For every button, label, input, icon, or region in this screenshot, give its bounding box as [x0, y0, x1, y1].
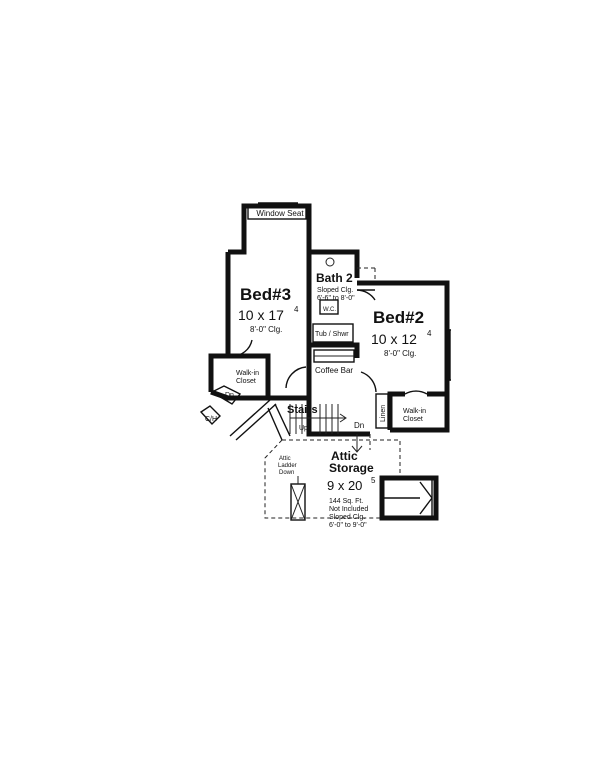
walkin-left-line2: Closet	[236, 378, 256, 385]
bed2-walls	[356, 280, 451, 433]
window-seat-label: Window Seat	[256, 209, 304, 218]
stairs	[289, 398, 370, 453]
attic-note-4: 6'-0" to 9'-0"	[329, 522, 367, 529]
ladder-line2: Ladder	[278, 463, 297, 469]
window-seat-box	[247, 206, 307, 220]
hall-walls	[268, 349, 377, 401]
walkin-left-line1: Walk-in	[236, 370, 259, 377]
bath2-walls	[309, 249, 376, 358]
bed2-name: Bed#2	[373, 308, 424, 327]
attic-note-1: 144 Sq. Ft.	[329, 498, 363, 505]
wc-label: W.C.	[323, 307, 336, 313]
attic-note-2: Not Included	[329, 506, 368, 513]
bed3-ceiling: 8'-0" Clg.	[250, 325, 282, 334]
attic-size-sup: 5	[371, 476, 376, 485]
tub-label: Tub / Shwr	[315, 331, 349, 338]
up-label: Up	[299, 425, 308, 432]
linen-box	[375, 393, 389, 429]
walkin-right-line2: Closet	[403, 416, 423, 423]
ch-label: C/H	[205, 416, 217, 423]
bed2-size: 10 x 12	[371, 331, 417, 347]
ladder-line1: Attic	[279, 456, 291, 462]
walkin-right-line1: Walk-in	[403, 408, 426, 415]
tub-box	[312, 323, 354, 343]
attic-line1: Attic	[331, 449, 358, 463]
coffee-bar-label: Coffee Bar	[315, 366, 353, 375]
ladder-line3: Down	[279, 470, 294, 476]
attic-line2: Storage	[329, 461, 374, 475]
wc-box	[319, 299, 339, 315]
bed3-size-sup: 4	[294, 305, 299, 314]
bed2-size-sup: 4	[427, 329, 432, 338]
linen-label: Linen	[380, 405, 387, 422]
attic-note-3: Sloped Clg.	[329, 514, 365, 521]
attic-size: 9 x 20	[327, 478, 362, 493]
bed3-name: Bed#3	[240, 285, 291, 304]
bath2-ceiling-1: Sloped Clg.	[317, 287, 353, 294]
bed2-ceiling: 8'-0" Clg.	[384, 349, 416, 358]
stairs-label: Stairs	[287, 404, 318, 416]
walkin-right-walls	[387, 390, 447, 430]
attic-outline	[264, 434, 430, 521]
dn-label: Dn	[354, 421, 364, 430]
bath2-ceiling-2: 6'-6" to 8'-0"	[317, 295, 355, 302]
bath2-name: Bath 2	[316, 271, 353, 285]
bed3-size: 10 x 17	[238, 307, 284, 323]
angled-walls	[199, 385, 291, 441]
attic-dormer	[379, 475, 439, 521]
walkin-left-walls	[211, 339, 271, 398]
dn-small-label: Dn	[225, 392, 234, 399]
